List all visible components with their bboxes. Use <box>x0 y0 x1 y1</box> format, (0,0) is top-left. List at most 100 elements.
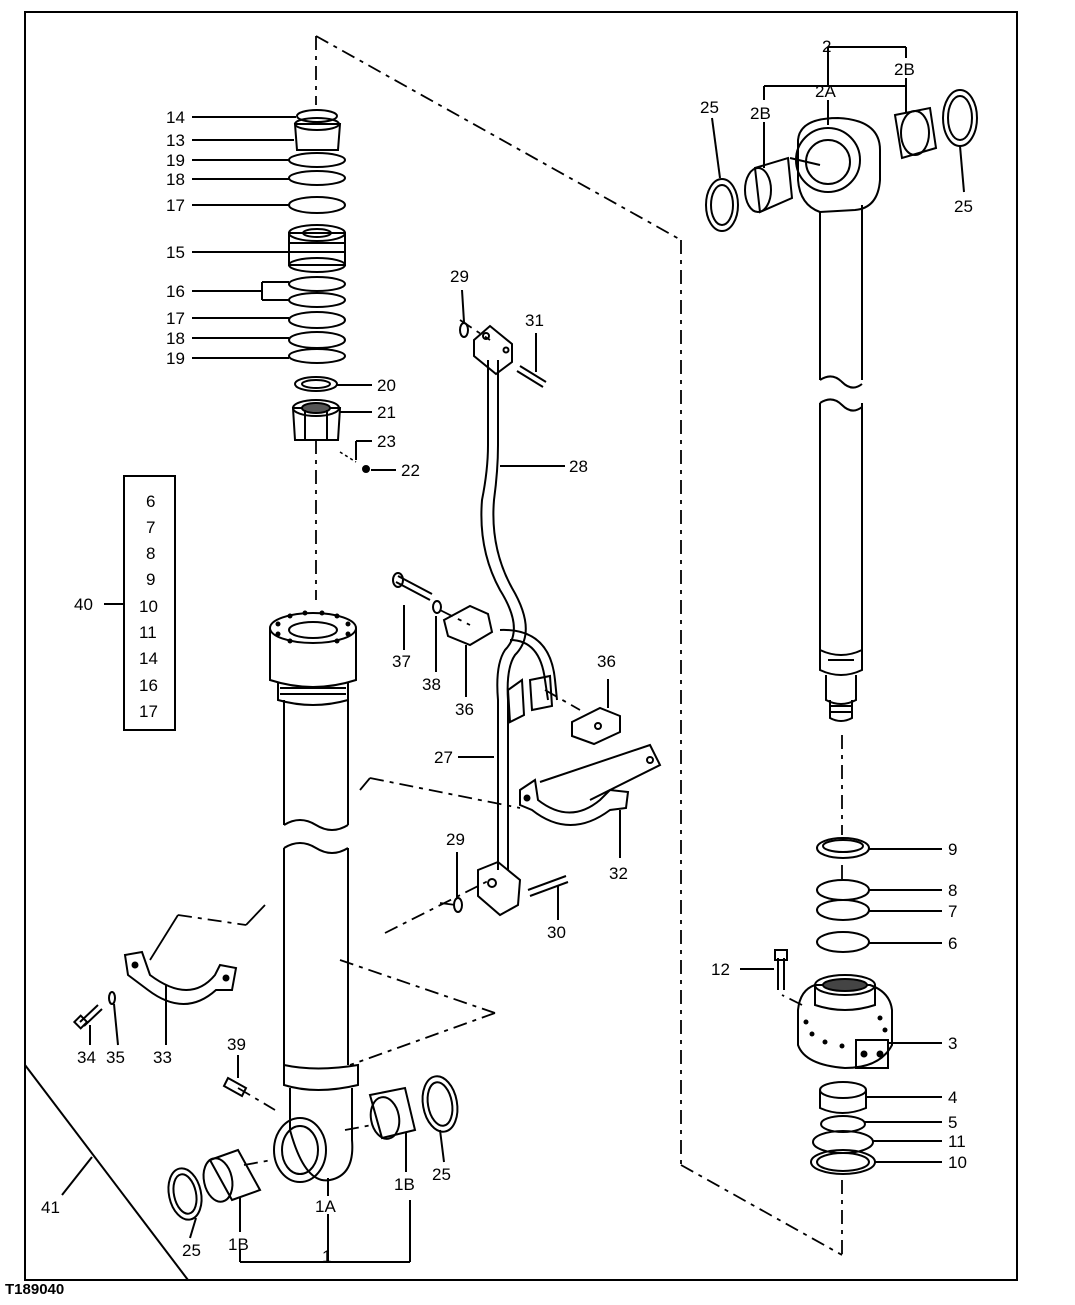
callout-2B-right: 2B <box>894 60 915 79</box>
callout-2A: 2A <box>815 82 836 101</box>
part-36-clamp-right <box>571 706 621 746</box>
piston-rod <box>795 116 881 722</box>
part-15-piston-top <box>288 224 346 242</box>
callout-4: 4 <box>948 1088 957 1107</box>
part-34-bolt <box>79 1004 103 1027</box>
kit-item: 9 <box>146 570 155 589</box>
callout-41: 41 <box>41 1198 60 1217</box>
part-15-piston-bottom <box>288 257 346 273</box>
assembly-boundary-diagonal <box>24 1064 189 1281</box>
upper-flange-block <box>473 324 513 376</box>
lower-flange-block <box>477 860 522 917</box>
part-17-ring-top <box>288 196 346 214</box>
barrel-break-top <box>283 819 349 831</box>
callout-22: 22 <box>401 461 420 480</box>
callout-9: 9 <box>948 840 957 859</box>
callout-28: 28 <box>569 457 588 476</box>
diagram-frame <box>24 11 1018 1281</box>
part-5-ring <box>820 1115 866 1133</box>
part-39-fitting <box>222 1076 248 1098</box>
leader-lines <box>61 46 965 1263</box>
dash-lines <box>177 35 843 1256</box>
callout-6: 6 <box>948 934 957 953</box>
callout-16: 16 <box>166 282 185 301</box>
part-2B-bushing-left <box>753 156 794 214</box>
callout-31: 31 <box>525 311 544 330</box>
gland-assembly <box>774 837 893 1175</box>
callout-25-bl: 25 <box>182 1241 201 1260</box>
part-18-ring-top <box>288 170 346 186</box>
kit-item: 8 <box>146 544 155 563</box>
kit-item: 14 <box>139 649 158 668</box>
gland-port-block <box>855 1039 889 1069</box>
callout-25-tr: 25 <box>954 197 973 216</box>
callout-2B-left: 2B <box>750 104 771 123</box>
callout-40: 40 <box>74 595 93 614</box>
callout-20: 20 <box>377 376 396 395</box>
part-7-ring <box>816 899 870 921</box>
part-12-bolt <box>777 958 785 990</box>
callout-1: 1 <box>322 1247 331 1266</box>
callout-1A: 1A <box>315 1197 336 1216</box>
callout-25-br: 25 <box>432 1165 451 1184</box>
callout-37: 37 <box>392 652 411 671</box>
callout-13: 13 <box>166 131 185 150</box>
callout-7: 7 <box>948 902 957 921</box>
callout-23: 23 <box>377 432 396 451</box>
kit-box-items: 6 7 8 9 10 11 14 16 17 <box>139 492 158 721</box>
kit-item: 11 <box>139 623 157 642</box>
callout-39: 39 <box>227 1035 246 1054</box>
rod-break-bottom <box>819 398 863 412</box>
part-1B-bushing-right <box>368 1086 417 1140</box>
callout-36-right: 36 <box>597 652 616 671</box>
part-16-ring-b <box>288 292 346 308</box>
callout-21: 21 <box>377 403 396 422</box>
callout-38: 38 <box>422 675 441 694</box>
callout-33: 33 <box>153 1048 172 1067</box>
callout-19-top: 19 <box>166 151 185 170</box>
callout-17-top: 17 <box>166 196 185 215</box>
callout-10: 10 <box>948 1153 967 1172</box>
callout-15: 15 <box>166 243 185 262</box>
callout-32: 32 <box>609 864 628 883</box>
part-4-bushing <box>819 1090 867 1114</box>
part-29-oring-bot <box>453 897 463 913</box>
part-2B-bushing-right <box>893 106 938 160</box>
part-1A-eye <box>273 1117 327 1183</box>
part-25-seal-bl <box>167 1167 203 1221</box>
part-1B-bushing-left <box>208 1148 262 1202</box>
callout-19-bot: 19 <box>166 349 185 368</box>
kit-item: 16 <box>139 676 158 695</box>
callout-1B-right: 1B <box>394 1175 415 1194</box>
part-25-seal-tl <box>705 178 739 232</box>
part-28-tube <box>480 360 515 870</box>
callout-12: 12 <box>711 960 730 979</box>
right-pin-parts <box>705 89 978 232</box>
callout-18-top: 18 <box>166 170 185 189</box>
flange-bolt-holes <box>275 610 351 644</box>
rod-thread <box>829 700 853 722</box>
tube-assembly <box>392 322 621 917</box>
callout-11: 11 <box>948 1132 966 1151</box>
piston-stack <box>288 109 370 473</box>
callout-29-top: 29 <box>450 267 469 286</box>
part-19-ring-top <box>288 152 346 168</box>
clamp-block-mid <box>506 678 526 724</box>
callout-25-tl: 25 <box>700 98 719 117</box>
part-21-nut-top <box>292 399 340 417</box>
callout-34: 34 <box>77 1048 96 1067</box>
callout-35: 35 <box>106 1048 125 1067</box>
part-13-nut-top <box>294 117 340 131</box>
bracket-33-leader-b <box>245 904 266 926</box>
part-8-ring <box>816 879 870 901</box>
callout-17-bot: 17 <box>166 309 185 328</box>
part-30-bolt <box>527 875 569 897</box>
callout-5: 5 <box>948 1113 957 1132</box>
callout-1B-left: 1B <box>228 1235 249 1254</box>
part-31-bolt <box>516 365 547 388</box>
part-36-clamp-upper <box>442 604 494 647</box>
part-33-bracket <box>72 950 238 1030</box>
part-18-ring-bot <box>288 331 346 349</box>
